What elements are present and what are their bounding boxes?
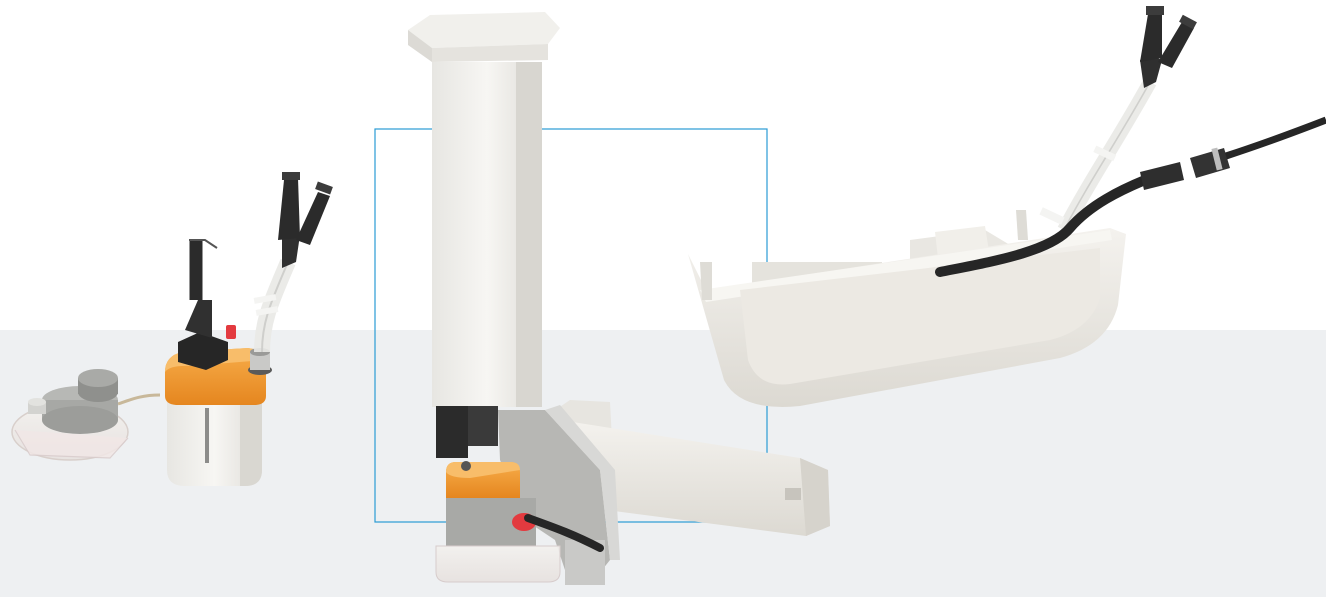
- drain-tray-pump: [688, 6, 1326, 407]
- mini-trunking-pump: [408, 12, 830, 585]
- mini-condensate-pump: [165, 172, 333, 486]
- float-sensor-unit: [11, 369, 161, 461]
